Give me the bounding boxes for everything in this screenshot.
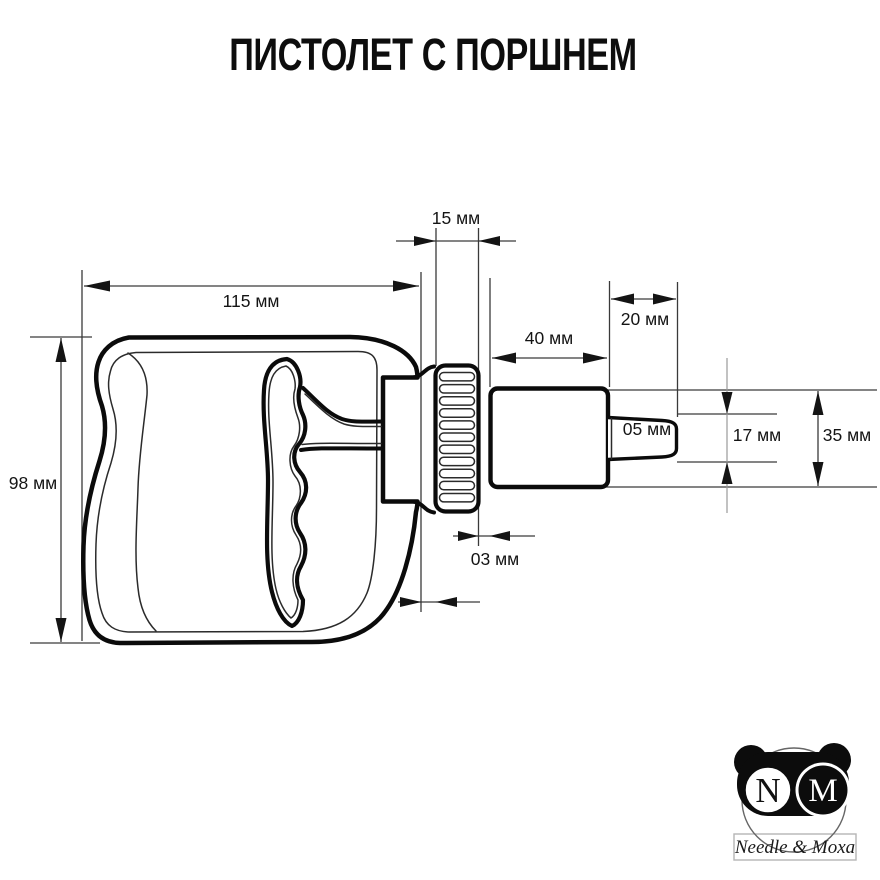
panda-right-eye-icon	[798, 765, 848, 815]
dim-nozzle-diameter: 05 мм	[623, 419, 671, 439]
grip-lower-bridge	[299, 446, 383, 452]
grip-handle-inner-line	[267, 365, 302, 619]
body-inner-outline	[95, 350, 378, 633]
neck-lower-flare	[411, 499, 436, 515]
extension-lines	[30, 228, 877, 644]
dim-knurl-width: 15 мм	[432, 208, 480, 228]
barrel	[488, 386, 611, 490]
dim-collar-gap: 03 мм	[471, 549, 519, 569]
brand-logo: N M Needle & Moxa	[733, 743, 857, 861]
brand-name: Needle & Moxa	[734, 837, 855, 858]
dimension-arrows	[55, 236, 824, 642]
dim-barrel-length: 40 мм	[525, 328, 573, 348]
body-outline	[81, 334, 420, 646]
dim-body-length: 115 мм	[223, 291, 280, 311]
grip-lower-bridge-inner	[301, 442, 382, 446]
dim-tip-height: 17 мм	[733, 425, 781, 445]
nozzle-tip	[606, 415, 679, 462]
dimension-labels: 115 мм 15 мм 40 мм 20 мм 98 мм 03 мм 05 …	[9, 208, 871, 569]
neck-upper-flare	[411, 364, 436, 380]
dim-body-height: 98 мм	[9, 473, 57, 493]
logo-letter-m: M	[808, 773, 837, 809]
panda-left-eye-icon	[744, 766, 792, 814]
gun-drawing	[81, 334, 679, 646]
dim-barrel-height: 35 мм	[823, 425, 871, 445]
body-left-contour	[127, 352, 157, 632]
nut-ribs	[438, 371, 476, 503]
logo-letter-n: N	[755, 771, 780, 810]
dim-tip-length: 20 мм	[621, 309, 669, 329]
brand-name-box	[733, 833, 857, 861]
grip-upper-bridge-inner	[304, 393, 382, 428]
grip-upper-bridge	[301, 386, 383, 424]
knurled-nut	[433, 363, 481, 514]
page-title: ПИСТОЛЕТ С ПОРШНЕМ	[229, 31, 637, 81]
grip-handle-outline	[261, 356, 309, 629]
